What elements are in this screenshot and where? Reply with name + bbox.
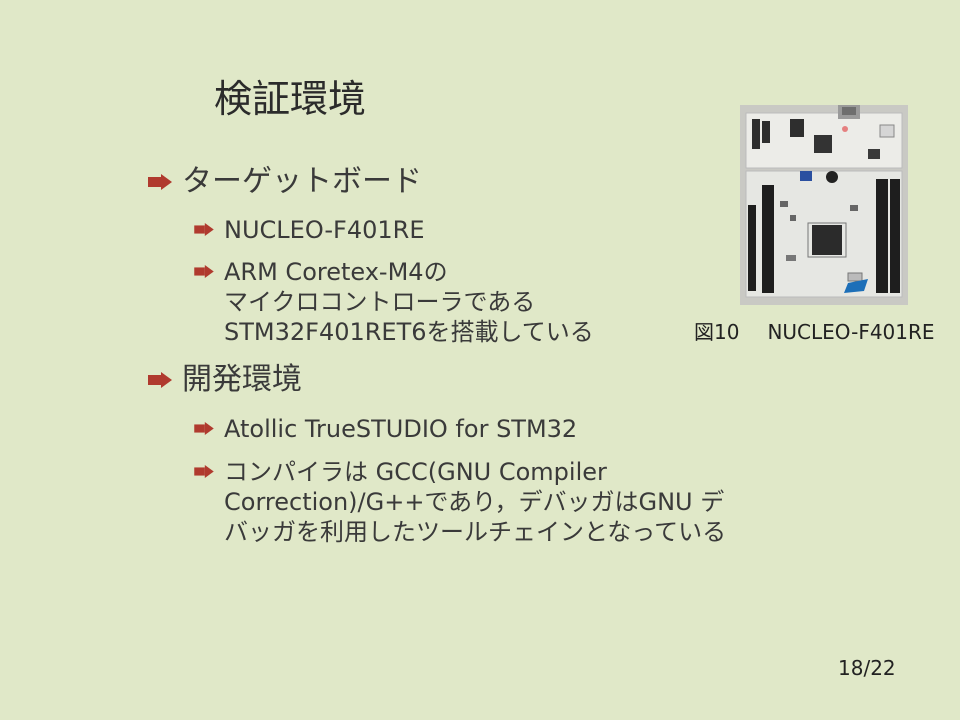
bullet-text: NUCLEO-F401RE bbox=[224, 216, 425, 244]
bullet-line: バッガを利用したツールチェインとなっている bbox=[224, 518, 727, 546]
arrow-bullet-icon bbox=[194, 465, 214, 478]
arrow-bullet-icon bbox=[148, 372, 172, 388]
figure-caption: 図10 NUCLEO-F401RE bbox=[694, 316, 935, 345]
bullet-line: マイクロコントローラである bbox=[224, 288, 536, 316]
bullet-target-board: ターゲットボード bbox=[148, 164, 422, 200]
arrow-bullet-icon bbox=[148, 174, 172, 190]
slide-title: 検証環境 bbox=[214, 77, 367, 121]
bullet-text: 開発環境 bbox=[182, 362, 302, 397]
bullet-text: Atollic TrueSTUDIO for STM32 bbox=[224, 415, 578, 443]
arrow-bullet-icon bbox=[194, 422, 214, 435]
bullet-mcu: ARM Coretex-M4の マイクロコントローラである STM32F401R… bbox=[194, 257, 594, 347]
bullet-text: ターゲットボード bbox=[182, 164, 422, 199]
bullet-line: Correction)/G++であり，デバッガはGNU デ bbox=[224, 488, 725, 516]
bullet-board-model: NUCLEO-F401RE bbox=[194, 215, 425, 245]
figure-label: NUCLEO-F401RE bbox=[767, 320, 935, 344]
bullet-dev-env: 開発環境 bbox=[148, 362, 302, 398]
arrow-bullet-icon bbox=[194, 223, 214, 236]
bullet-compiler: コンパイラは GCC(GNU Compiler Correction)/G++で… bbox=[194, 457, 727, 547]
bullet-line: STM32F401RET6を搭載している bbox=[224, 318, 594, 346]
page-number: 18/22 bbox=[838, 656, 896, 680]
arrow-bullet-icon bbox=[194, 265, 214, 278]
nucleo-board-photo bbox=[740, 105, 908, 305]
bullet-line: コンパイラは GCC(GNU Compiler bbox=[224, 458, 607, 486]
bullet-line: ARM Coretex-M4の bbox=[224, 258, 448, 286]
bullet-ide: Atollic TrueSTUDIO for STM32 bbox=[194, 414, 578, 444]
figure-number: 図10 bbox=[694, 320, 740, 344]
